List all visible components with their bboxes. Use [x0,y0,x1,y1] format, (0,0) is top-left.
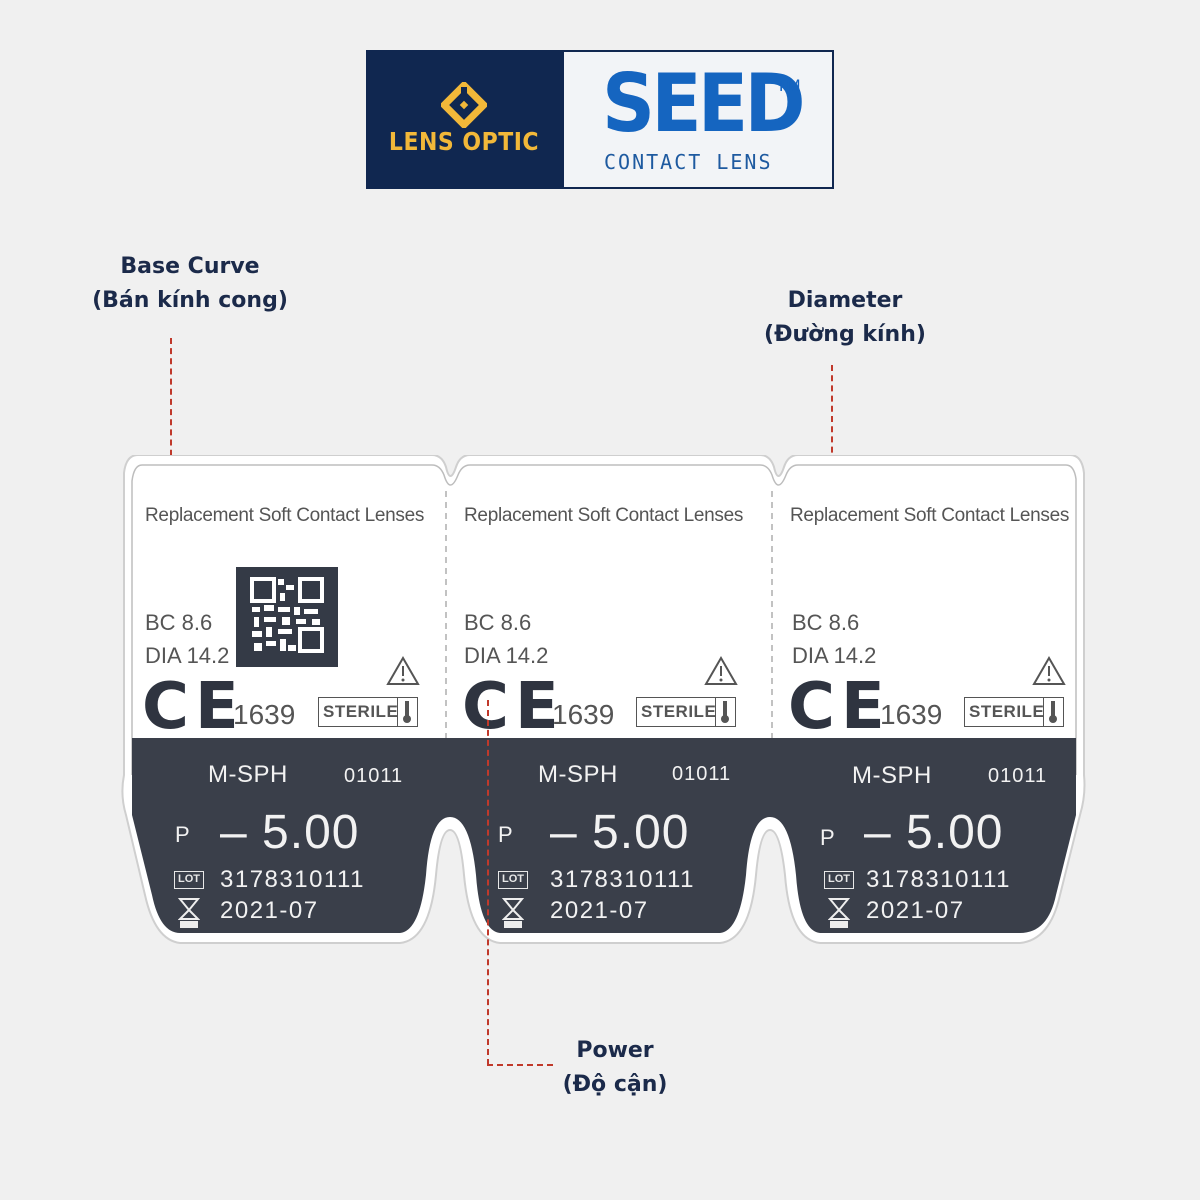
base-curve-value: BC 8.6 [145,610,213,635]
lens-label-card-3: Replacement Soft Contact Lenses BC 8.6 D… [772,455,1090,945]
expiry-hourglass-icon [178,898,200,928]
lens-optic-mark-icon [441,82,487,128]
brand-logo: LENS OPTIC SEED TM CONTACT LENS [366,50,834,189]
warning-icon [386,656,420,685]
ce-mark: CE [142,670,245,744]
expiry-date: 2021-07 [866,897,965,924]
lot-icon: LOT [498,871,528,889]
lot-icon: LOT [824,871,854,889]
sterile-label: STERILE [323,702,399,721]
lens-optic-text: LENS OPTIC [388,128,540,157]
base-curve-value: BC 8.6 [464,610,532,635]
thermometer-icon [397,698,417,726]
seed-wordmark: SEED [602,57,806,150]
thermometer-icon [1043,698,1063,726]
lens-label-strip: Replacement Soft Contact Lenses BC 8.6 D… [120,455,1090,955]
callout-diameter: Diameter (Đường kính) [730,284,960,352]
power-prefix: P [175,822,190,847]
lens-optic-logo: LENS OPTIC [366,50,562,189]
expiry-hourglass-icon [502,898,524,928]
notified-body-number: 1639 [880,699,943,730]
notified-body-number: 1639 [552,699,615,730]
lot-number: 3178310111 [550,866,695,893]
sterile-badge: STERILE [318,697,418,727]
seed-logo: SEED TM CONTACT LENS [562,50,834,189]
lot-number: 3178310111 [866,866,1011,893]
callout-diameter-subtitle: (Đường kính) [764,322,926,347]
lot-number: 3178310111 [220,866,365,893]
callout-power: Power (Độ cận) [540,1034,690,1102]
base-curve-value: BC 8.6 [792,610,860,635]
power-leader-line-horizontal [487,1064,553,1066]
callout-power-subtitle: (Độ cận) [562,1072,668,1097]
qr-code-icon [250,577,324,653]
model-name: M-SPH [538,761,618,788]
sterile-badge: STERILE [636,697,736,727]
callout-base-curve-title: Base Curve [120,254,260,279]
model-code: 01011 [344,765,404,787]
ce-mark: CE [788,670,891,744]
diameter-value: DIA 14.2 [464,643,549,668]
power-value: – 5.00 [864,806,1004,859]
model-name: M-SPH [852,762,932,789]
model-name: M-SPH [208,761,288,788]
lens-label-card-1: Replacement Soft Contact Lenses BC 8.6 D… [120,455,446,945]
qr-code [236,567,338,667]
power-value: – 5.00 [550,806,690,859]
model-code: 01011 [672,763,732,785]
sterile-label: STERILE [969,702,1045,721]
power-prefix: P [498,822,513,847]
lens-label-card-2: Replacement Soft Contact Lenses BC 8.6 D… [446,455,772,945]
ce-mark: CE [462,670,565,744]
power-prefix: P [820,825,835,850]
warning-icon [704,656,738,685]
strip-outline [121,455,1086,944]
power-value: – 5.00 [220,806,360,859]
expiry-date: 2021-07 [550,897,649,924]
card-title: Replacement Soft Contact Lenses [464,505,744,526]
warning-icon [1032,656,1066,685]
diameter-value: DIA 14.2 [792,643,877,668]
expiry-hourglass-icon [828,898,850,928]
expiry-date: 2021-07 [220,897,319,924]
notified-body-number: 1639 [233,699,296,730]
callout-diameter-title: Diameter [787,288,903,313]
callout-base-curve: Base Curve (Bán kính cong) [70,250,310,318]
callout-base-curve-subtitle: (Bán kính cong) [92,288,288,313]
card-title: Replacement Soft Contact Lenses [145,505,425,526]
model-code: 01011 [988,765,1048,787]
callout-power-title: Power [576,1038,654,1063]
thermometer-icon [715,698,735,726]
card-title: Replacement Soft Contact Lenses [790,505,1070,526]
sterile-badge: STERILE [964,697,1064,727]
diameter-value: DIA 14.2 [145,643,230,668]
lot-icon: LOT [174,871,204,889]
power-leader-line-vertical [487,700,489,1065]
sterile-label: STERILE [641,702,717,721]
seed-subtitle: CONTACT LENS [604,150,773,174]
trademark-mark: TM [776,76,801,95]
